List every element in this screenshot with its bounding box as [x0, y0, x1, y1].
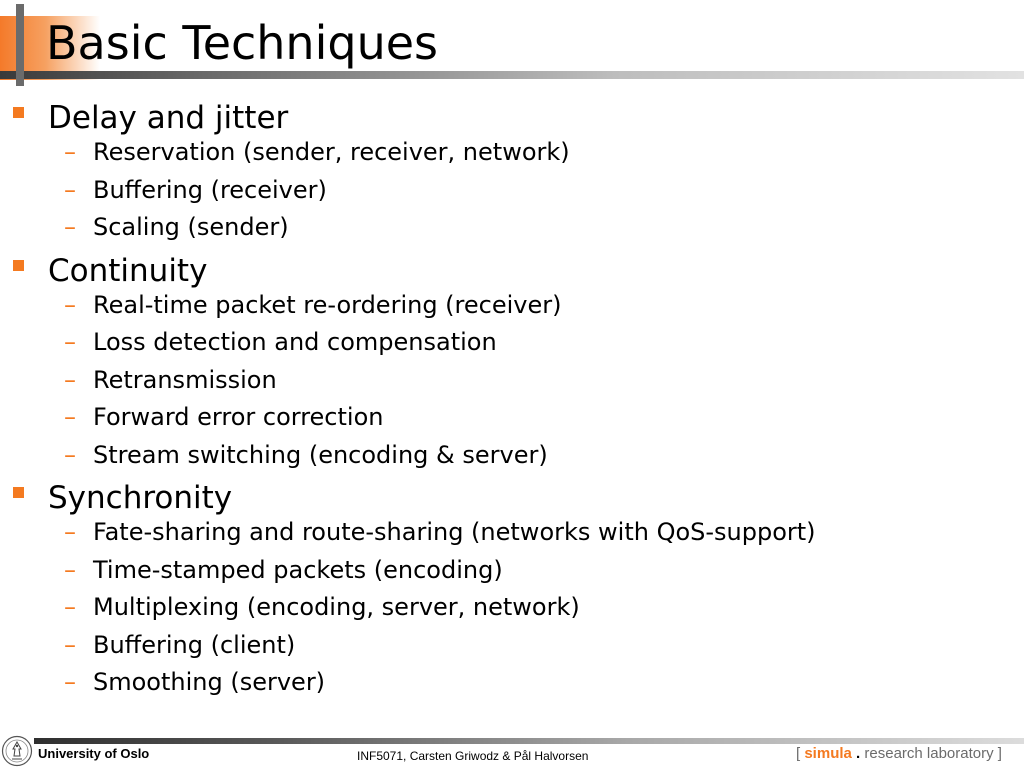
footer-university: University of Oslo — [38, 746, 150, 761]
sub-item-label: Buffering (client) — [93, 630, 296, 659]
lab-open-bracket: [ — [796, 745, 801, 762]
dash-bullet-icon: – — [64, 555, 76, 584]
dash-bullet-icon: – — [64, 440, 76, 469]
sub-item-label: Fate-sharing and route-sharing (networks… — [93, 518, 816, 546]
sub-item: – Buffering (receiver) — [0, 174, 1024, 212]
title-vertical-rule — [16, 4, 24, 86]
bullet-item: Continuity — [0, 249, 1024, 289]
bullet-label: Delay and jitter — [48, 100, 289, 136]
sub-item-label: Buffering (receiver) — [93, 175, 327, 204]
lab-dot: . — [856, 745, 861, 762]
bullet-label: Continuity — [48, 252, 208, 289]
dash-bullet-icon: – — [64, 593, 76, 621]
footer-rule — [34, 738, 1024, 744]
sub-item: – Forward error correction — [0, 401, 1024, 439]
sub-item: – Real-time packet re-ordering (receiver… — [0, 289, 1024, 327]
dash-bullet-icon: – — [64, 403, 76, 431]
dash-bullet-icon: – — [64, 175, 76, 204]
dash-bullet-icon: – — [64, 213, 76, 241]
dash-bullet-icon: – — [64, 138, 76, 166]
lab-logo: [ simula . research laboratory ] — [796, 745, 1002, 763]
dash-bullet-icon: – — [64, 290, 76, 319]
dash-bullet-icon: – — [64, 365, 76, 394]
title-bar: Basic Techniques — [0, 0, 1024, 86]
sub-item-label: Retransmission — [93, 365, 277, 394]
square-bullet-icon — [13, 259, 24, 271]
sub-item-label: Smoothing (server) — [93, 668, 326, 696]
sub-item: – Stream switching (encoding & server) — [0, 439, 1024, 477]
sub-item-label: Real-time packet re-ordering (receiver) — [93, 290, 562, 319]
slide-content: Delay and jitter – Reservation (sender, … — [0, 96, 1024, 704]
dash-bullet-icon: – — [64, 518, 76, 546]
dash-bullet-icon: – — [64, 668, 76, 696]
lab-brand: simula — [804, 745, 852, 762]
sub-item-label: Forward error correction — [93, 403, 384, 431]
sub-item: – Loss detection and compensation — [0, 326, 1024, 364]
sub-item-label: Scaling (sender) — [93, 213, 289, 241]
bullet-label: Synchronity — [48, 480, 233, 516]
dash-bullet-icon: – — [64, 328, 76, 356]
bullet-item: Synchronity — [0, 476, 1024, 516]
sub-item-label: Stream switching (encoding & server) — [93, 440, 548, 469]
bullet-item: Delay and jitter — [0, 96, 1024, 136]
sub-item-label: Multiplexing (encoding, server, network) — [93, 593, 580, 621]
sub-item: – Scaling (sender) — [0, 211, 1024, 249]
sub-item: – Reservation (sender, receiver, network… — [0, 136, 1024, 174]
dash-bullet-icon: – — [64, 630, 76, 659]
footer-course-authors: INF5071, Carsten Griwodz & Pål Halvorsen — [357, 749, 589, 763]
square-bullet-icon — [13, 487, 24, 498]
title-underline — [0, 71, 1024, 79]
sub-item: – Multiplexing (encoding, server, networ… — [0, 591, 1024, 629]
sub-item-label: Loss detection and compensation — [93, 328, 497, 356]
lab-name: research laboratory — [864, 745, 994, 762]
sub-item-label: Reservation (sender, receiver, network) — [93, 138, 570, 166]
sub-item: – Buffering (client) — [0, 629, 1024, 667]
sub-item: – Retransmission — [0, 364, 1024, 402]
sub-item-label: Time-stamped packets (encoding) — [93, 555, 503, 584]
sub-item: – Fate-sharing and route-sharing (networ… — [0, 516, 1024, 554]
page-title: Basic Techniques — [46, 16, 438, 70]
square-bullet-icon — [13, 107, 24, 118]
sub-item: – Smoothing (server) — [0, 666, 1024, 704]
university-seal-icon — [1, 735, 33, 767]
sub-item: – Time-stamped packets (encoding) — [0, 554, 1024, 592]
lab-close-bracket: ] — [997, 745, 1002, 762]
